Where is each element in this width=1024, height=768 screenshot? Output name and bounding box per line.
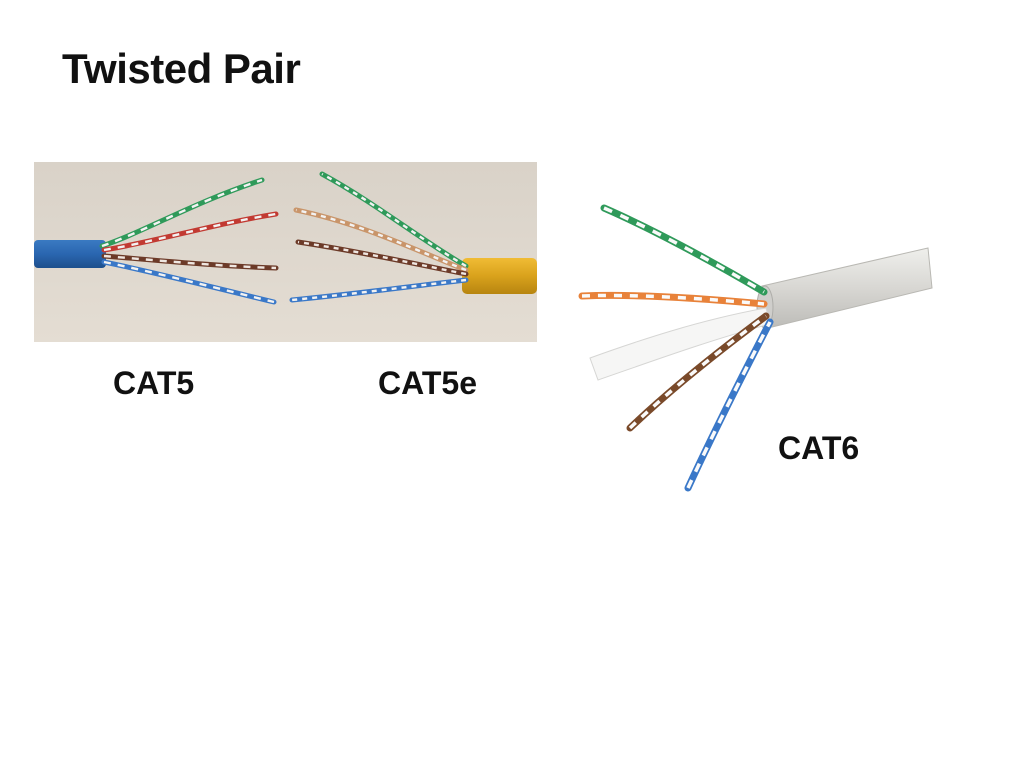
slide-title: Twisted Pair bbox=[62, 45, 301, 92]
cat6-jacket bbox=[756, 247, 933, 329]
cat5-label: CAT5 bbox=[113, 365, 195, 401]
cat5e-cable bbox=[289, 171, 537, 303]
cat6-label: CAT6 bbox=[778, 430, 860, 466]
cat5-cable bbox=[34, 177, 279, 305]
cat6-brown-pair bbox=[626, 312, 770, 432]
cat5e-label: CAT5e bbox=[378, 365, 477, 401]
cat6-green-pair bbox=[600, 204, 768, 296]
cat6-orange-pair bbox=[578, 291, 768, 308]
cat5-cat5e-photo bbox=[34, 162, 537, 342]
cat6-blue-pair bbox=[684, 318, 774, 492]
cat6-cable-image bbox=[578, 204, 933, 492]
